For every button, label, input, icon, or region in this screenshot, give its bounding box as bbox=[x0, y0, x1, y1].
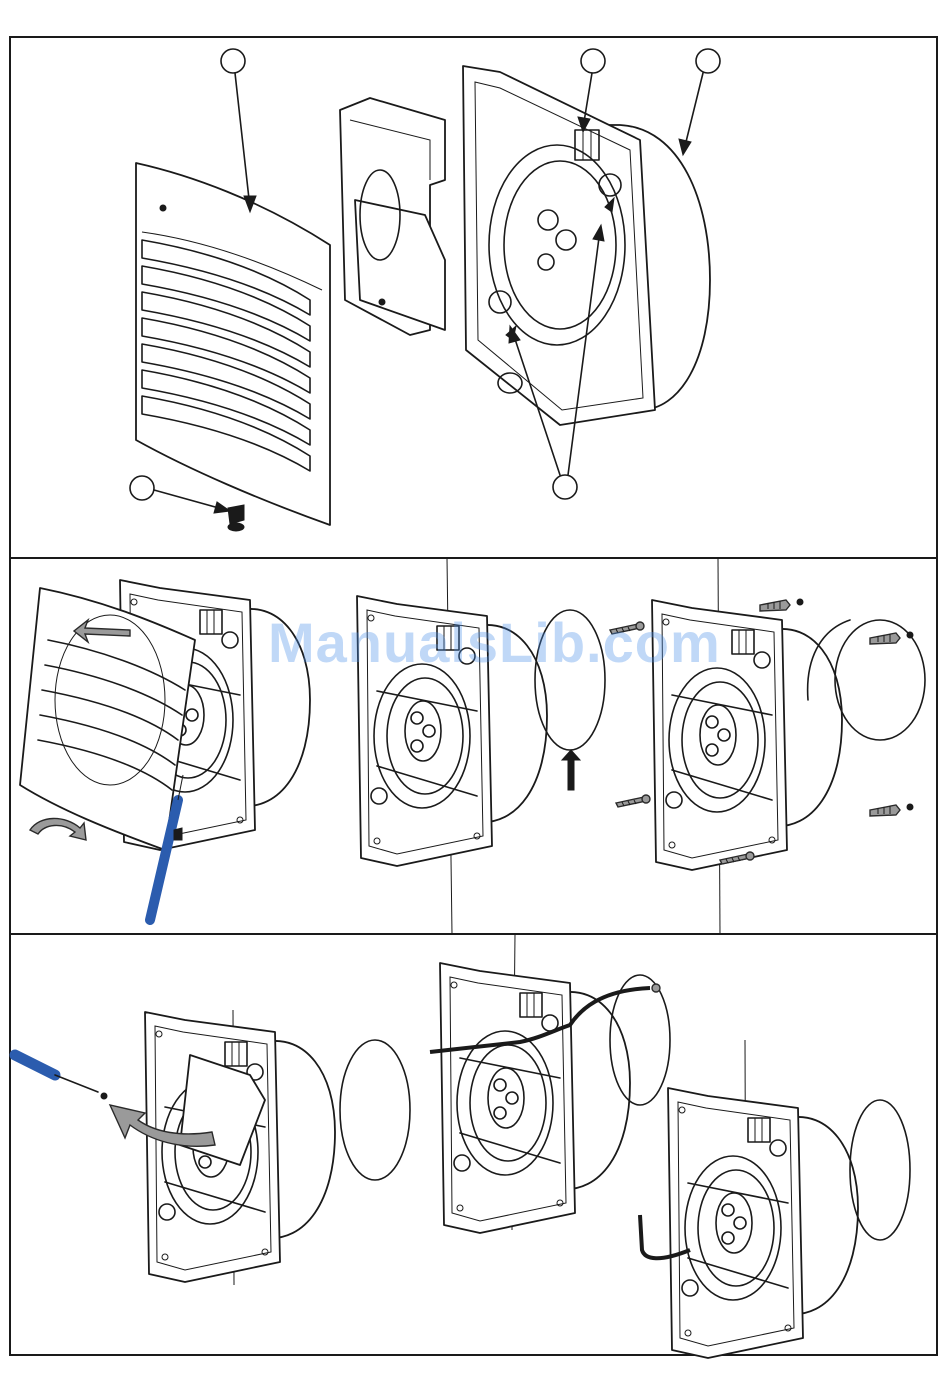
step-open-terminal bbox=[15, 1012, 410, 1282]
step-row-3-panel bbox=[15, 934, 910, 1358]
callout-3 bbox=[679, 49, 720, 155]
step-feed-cable bbox=[430, 963, 670, 1233]
shutter-cover bbox=[340, 98, 445, 335]
grille-screw bbox=[228, 505, 244, 531]
watermark-text: ManualsLib.com bbox=[268, 611, 721, 674]
callout-1 bbox=[221, 49, 256, 212]
step-connected bbox=[640, 1088, 910, 1358]
step-remove-grille bbox=[20, 580, 310, 920]
front-grille bbox=[136, 163, 330, 525]
exploded-view-panel bbox=[130, 49, 720, 531]
callout-4 bbox=[130, 476, 230, 513]
